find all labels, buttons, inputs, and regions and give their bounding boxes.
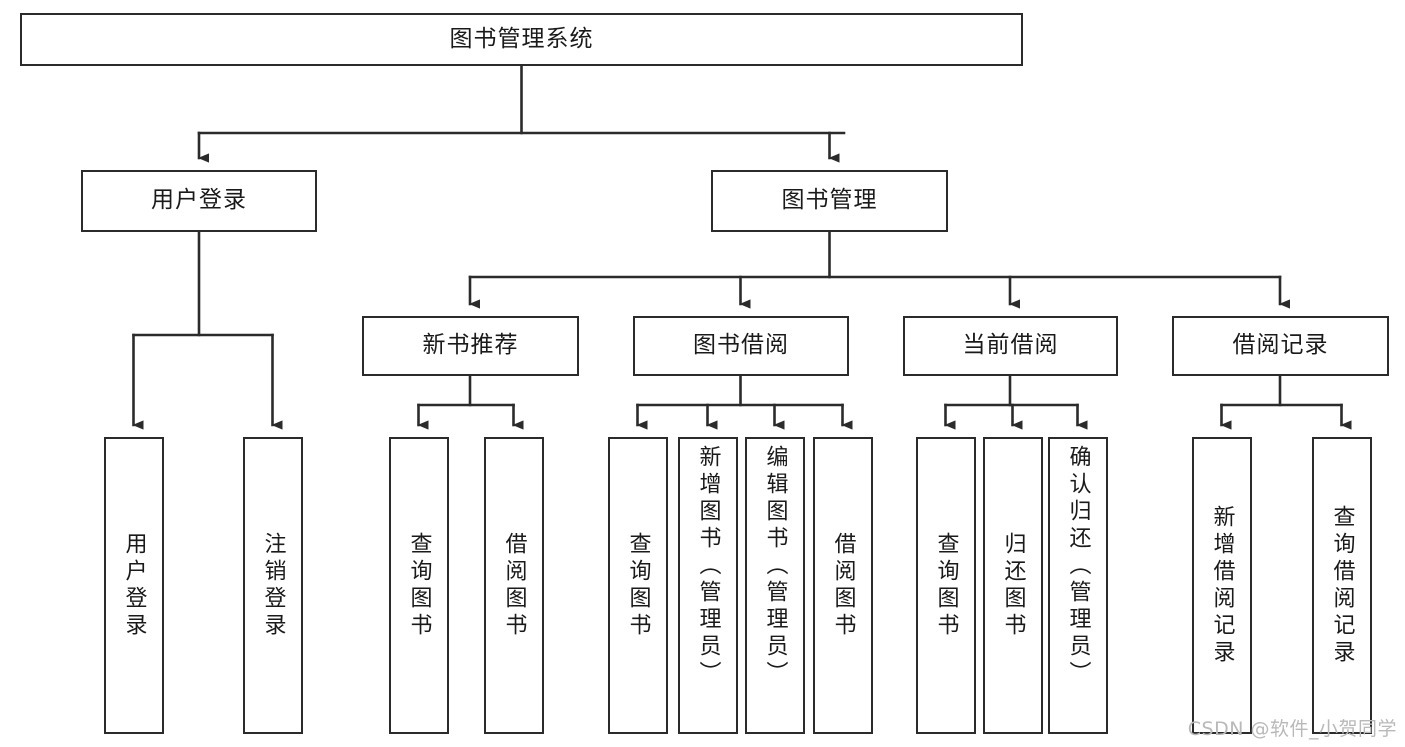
leaf-confirm-return-admin[interactable]: 确认归还（管理员） <box>1048 437 1108 734</box>
node-book-management-label: 图书管理 <box>781 187 878 214</box>
leaf-logout-inner: 注销登录 <box>245 439 301 732</box>
leaf-logout-label: 注销登录 <box>260 531 286 640</box>
leaf-query-borrow-record[interactable]: 查询借阅记录 <box>1312 437 1372 734</box>
leaf-add-book-admin-inner: 新增图书（管理员） <box>680 439 736 732</box>
leaf-edit-book-admin-inner: 编辑图书（管理员） <box>747 439 803 732</box>
leaf-add-borrow-record-label: 新增借阅记录 <box>1209 504 1235 667</box>
leaf-return-book[interactable]: 归还图书 <box>983 437 1043 734</box>
leaf-query-book-nbr[interactable]: 查询图书 <box>389 437 449 734</box>
node-book-management[interactable]: 图书管理 <box>711 170 948 232</box>
leaf-query-borrow-record-inner: 查询借阅记录 <box>1314 439 1370 732</box>
leaf-add-book-admin[interactable]: 新增图书（管理员） <box>678 437 738 734</box>
leaf-borrow-book-nbr-inner: 借阅图书 <box>486 439 542 732</box>
node-new-book-recommend-label: 新书推荐 <box>422 332 519 359</box>
leaf-query-book-cb-inner: 查询图书 <box>918 439 974 732</box>
leaf-borrow-book-bb[interactable]: 借阅图书 <box>813 437 873 734</box>
leaf-edit-book-admin-label: 编辑图书（管理员） <box>762 445 788 688</box>
leaf-borrow-book-nbr-label: 借阅图书 <box>501 531 527 640</box>
node-book-borrow-label: 图书借阅 <box>693 332 789 359</box>
node-current-borrow[interactable]: 当前借阅 <box>903 316 1118 376</box>
leaf-confirm-return-admin-label: 确认归还（管理员） <box>1065 445 1091 688</box>
node-new-book-recommend[interactable]: 新书推荐 <box>362 316 579 376</box>
node-user-login-label: 用户登录 <box>151 187 247 214</box>
leaf-query-borrow-record-label: 查询借阅记录 <box>1329 504 1355 667</box>
node-root-label: 图书管理系统 <box>449 25 594 52</box>
leaf-query-book-cb[interactable]: 查询图书 <box>916 437 976 734</box>
leaf-user-login-inner: 用户登录 <box>106 439 162 732</box>
leaf-add-borrow-record[interactable]: 新增借阅记录 <box>1192 437 1252 734</box>
leaf-borrow-book-bb-inner: 借阅图书 <box>815 439 871 732</box>
node-book-borrow[interactable]: 图书借阅 <box>633 316 849 376</box>
leaf-query-book-bb-inner: 查询图书 <box>610 439 666 732</box>
leaf-user-login[interactable]: 用户登录 <box>104 437 164 734</box>
leaf-confirm-return-admin-inner: 确认归还（管理员） <box>1050 439 1106 732</box>
leaf-return-book-inner: 归还图书 <box>985 439 1041 732</box>
leaf-borrow-book-nbr[interactable]: 借阅图书 <box>484 437 544 734</box>
leaf-add-borrow-record-inner: 新增借阅记录 <box>1194 439 1250 732</box>
leaf-query-book-cb-label: 查询图书 <box>933 531 959 640</box>
leaf-add-book-admin-label: 新增图书（管理员） <box>695 445 721 688</box>
leaf-return-book-label: 归还图书 <box>1000 531 1026 640</box>
node-root[interactable]: 图书管理系统 <box>20 13 1023 66</box>
leaf-user-login-label: 用户登录 <box>121 531 147 640</box>
leaf-edit-book-admin[interactable]: 编辑图书（管理员） <box>745 437 805 734</box>
node-current-borrow-label: 当前借阅 <box>962 332 1059 359</box>
watermark-text: CSDN @软件_小贺同学 <box>1187 718 1397 740</box>
node-borrow-record-label: 借阅记录 <box>1232 332 1329 359</box>
leaf-query-book-nbr-label: 查询图书 <box>406 531 432 640</box>
leaf-borrow-book-bb-label: 借阅图书 <box>830 531 856 640</box>
node-borrow-record[interactable]: 借阅记录 <box>1172 316 1389 376</box>
node-user-login[interactable]: 用户登录 <box>81 170 317 232</box>
leaf-logout[interactable]: 注销登录 <box>243 437 303 734</box>
leaf-query-book-bb-label: 查询图书 <box>625 531 651 640</box>
leaf-query-book-bb[interactable]: 查询图书 <box>608 437 668 734</box>
leaf-query-book-nbr-inner: 查询图书 <box>391 439 447 732</box>
